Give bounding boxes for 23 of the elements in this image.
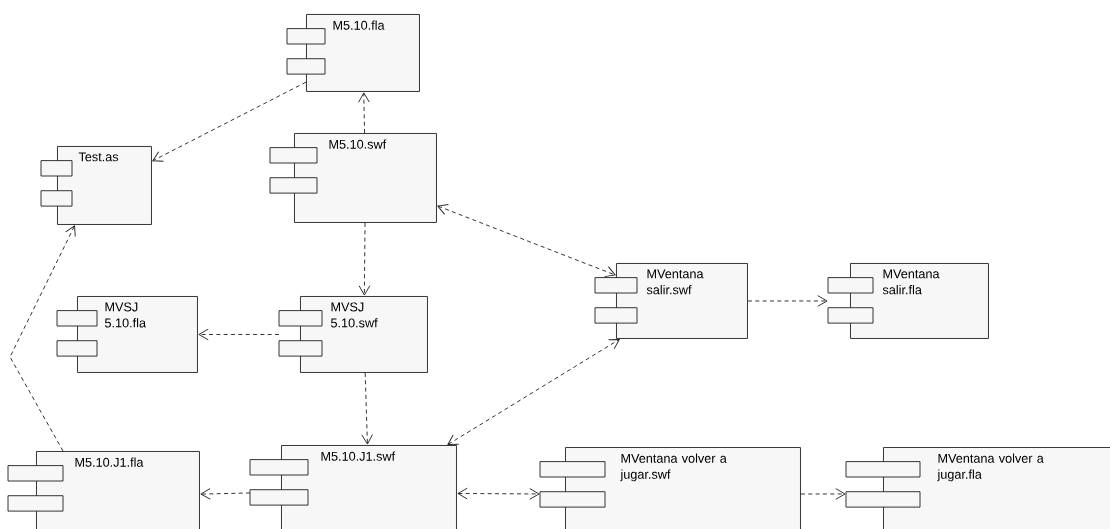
dependency-arrow: [457, 487, 540, 500]
dependency-arrow: [358, 92, 370, 134]
dependency-arrow: [198, 328, 280, 341]
component-box: MVentana volver a jugar.fla: [845, 447, 1110, 529]
dependency-arrow: [747, 295, 828, 307]
component-box: Test.as: [40, 146, 152, 225]
component-box: MVentana salir.fla: [827, 263, 989, 339]
dependency-arrow: [437, 203, 616, 278]
dependency-arrow: [152, 81, 307, 162]
component-box: MVentana salir.swf: [594, 263, 748, 339]
dependency-arrow: [447, 338, 620, 445]
component-box: M5.10.fla: [286, 14, 420, 92]
component-box: M5.10.J1.fla: [7, 451, 200, 529]
dependency-arrow: [361, 372, 373, 445]
dependency-arrow: [200, 488, 251, 500]
component-box: MVSJ 5.10.swf: [278, 296, 428, 373]
component-box: M5.10.J1.swf: [249, 445, 457, 529]
component-box: MVSJ 5.10.fla: [56, 296, 198, 373]
dependency-arrow: [358, 222, 371, 296]
component-box: M5.10.swf: [269, 133, 437, 223]
dependency-arrow: [800, 488, 846, 500]
dependency-arrow: [9, 225, 76, 452]
component-box: MVentana volver a jugar.swf: [539, 447, 801, 529]
